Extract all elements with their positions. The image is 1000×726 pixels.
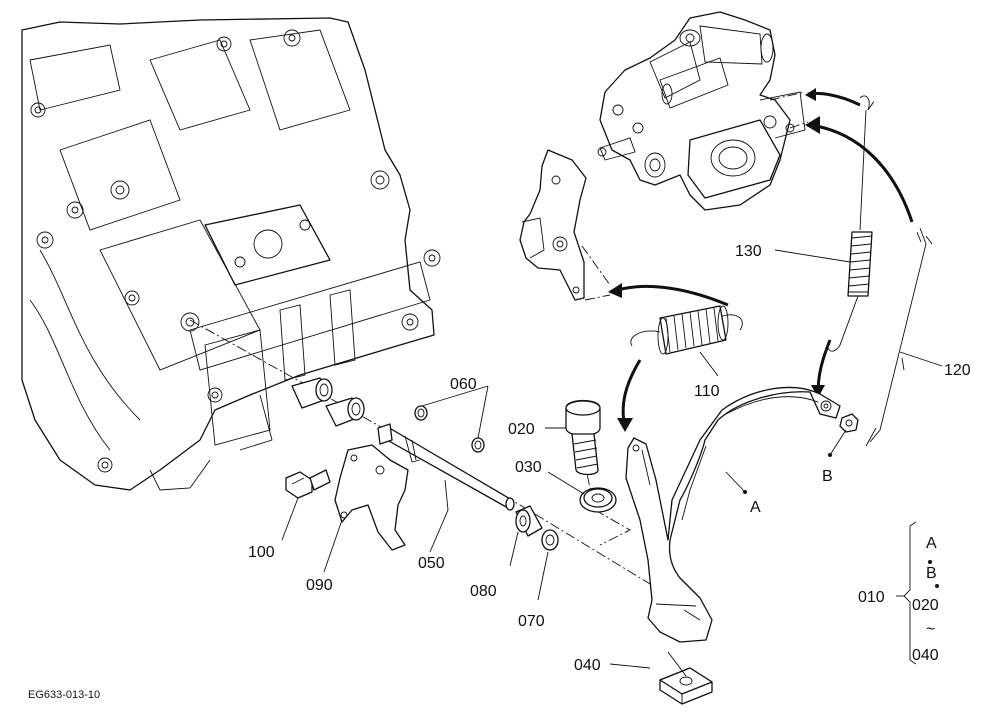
part-050-shaft xyxy=(377,423,515,511)
group-item-b: B xyxy=(926,565,937,582)
label-part-120: 120 xyxy=(944,362,971,379)
part-100-bolt xyxy=(285,469,331,499)
part-040-nut xyxy=(659,651,713,705)
label-part-100: 100 xyxy=(248,544,275,561)
part-number-labels: 060 020 030 110 130 120 100 090 050 080 … xyxy=(248,243,971,674)
part-110-spring xyxy=(630,305,743,355)
label-part-060: 060 xyxy=(450,376,477,393)
label-part-090: 090 xyxy=(306,577,333,594)
part-090-plate xyxy=(334,444,409,551)
drawing-code: EG633-013-10 xyxy=(28,689,100,701)
part-030-washer xyxy=(579,487,617,513)
label-part-110: 110 xyxy=(694,383,720,400)
part-130-spring xyxy=(827,95,873,352)
engine-block-drawing xyxy=(21,17,441,491)
part-060-clips xyxy=(414,405,485,453)
label-part-050: 050 xyxy=(418,555,445,572)
label-part-080: 080 xyxy=(470,583,497,600)
shaft-bushings xyxy=(291,377,365,427)
label-part-010: 010 xyxy=(858,589,885,606)
assembly-bracket-010 xyxy=(896,521,939,665)
label-part-070: 070 xyxy=(518,613,545,630)
group-range-tilde: ~ xyxy=(926,621,935,638)
throttle-body-drawing xyxy=(597,11,806,211)
group-range-start: 020 xyxy=(912,597,939,614)
label-part-030: 030 xyxy=(515,459,542,476)
part-080-bushing xyxy=(515,505,543,537)
label-point-b: B xyxy=(822,468,833,485)
group-item-a: A xyxy=(926,535,937,552)
label-part-130: 130 xyxy=(735,243,762,260)
assembly-direction-arrows xyxy=(608,88,914,432)
label-part-040: 040 xyxy=(574,657,601,674)
leader-lines xyxy=(281,249,943,669)
nut-at-b xyxy=(839,413,859,433)
label-point-a: A xyxy=(750,499,761,516)
label-part-020: 020 xyxy=(508,421,535,438)
main-lever-arm xyxy=(625,386,841,643)
group-range-end: 040 xyxy=(912,647,939,664)
part-020-pin xyxy=(565,399,601,476)
part-070-washer xyxy=(541,529,559,551)
link-plate-drawing xyxy=(519,149,587,301)
assembly-group-list: A B 020 ~ 040 xyxy=(912,535,939,664)
part-120-rod xyxy=(865,227,933,447)
